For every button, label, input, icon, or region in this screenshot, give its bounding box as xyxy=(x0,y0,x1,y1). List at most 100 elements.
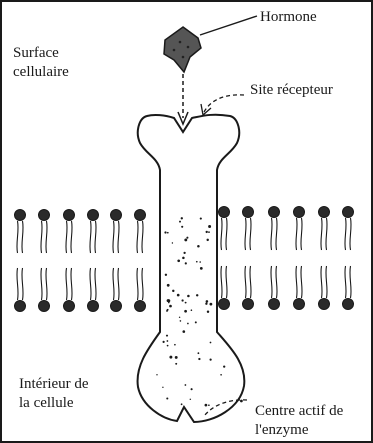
lipid-tail xyxy=(221,218,222,250)
stipple-dot xyxy=(210,359,212,361)
lipid-head xyxy=(294,299,305,310)
lipid-tail xyxy=(326,266,327,298)
stipple-dot xyxy=(172,242,173,243)
stipple-dot xyxy=(200,218,202,220)
stipple-dot xyxy=(206,231,208,233)
stipple-dot xyxy=(184,310,187,313)
stipple-dot xyxy=(165,274,167,276)
stipple-dot xyxy=(172,290,174,292)
stipple-dot xyxy=(199,261,201,263)
receptor-site-label: Site récepteur xyxy=(250,81,333,100)
stipple-dot xyxy=(187,295,190,298)
membrane-left xyxy=(15,210,146,312)
hormone-molecule xyxy=(164,27,201,72)
lipid-tail xyxy=(17,268,18,300)
stipple-dot xyxy=(208,225,211,228)
lipid-tail xyxy=(250,218,251,250)
stipple-dot xyxy=(207,311,209,313)
stipple-dot xyxy=(167,299,170,302)
lipid-tail xyxy=(226,218,227,250)
lipid-tail xyxy=(113,221,114,253)
stipple-dot xyxy=(167,340,169,342)
stipple-dot xyxy=(196,261,198,263)
stipple-dot xyxy=(205,303,207,305)
stipple-dot xyxy=(206,300,209,303)
cell-surface-label: Surface cellulaire xyxy=(13,44,69,82)
stipple-dot xyxy=(208,231,210,233)
lipid-head xyxy=(319,299,330,310)
lipid-tail xyxy=(276,266,277,298)
lipid-head xyxy=(111,210,122,221)
lipid-tail xyxy=(137,221,138,253)
stipple-dot xyxy=(210,342,212,344)
stipple-dot xyxy=(191,388,193,390)
active-site-label: Centre actif de l'enzyme xyxy=(255,402,343,440)
lipid-tail xyxy=(118,268,119,300)
stipple-dot xyxy=(180,320,182,322)
stipple-dot xyxy=(167,232,169,234)
stipple-dot xyxy=(195,321,197,323)
lipid-tail xyxy=(221,266,222,298)
lipid-tail xyxy=(142,221,143,253)
lipid-tail xyxy=(345,218,346,250)
lipid-tail xyxy=(137,268,138,300)
lipid-head xyxy=(219,299,230,310)
stipple-dot xyxy=(166,397,168,399)
lipid-tail xyxy=(90,268,91,300)
stipple-dot xyxy=(200,267,203,270)
lipid-head xyxy=(243,299,254,310)
lipid-head xyxy=(64,301,75,312)
cell-interior-label-line1: Intérieur de xyxy=(19,375,89,394)
stipple-dot xyxy=(205,404,208,407)
stipple-dot xyxy=(185,302,187,304)
stipple-dot xyxy=(184,238,187,241)
stipple-dot xyxy=(167,345,169,347)
lipid-head xyxy=(294,207,305,218)
stipple-dot xyxy=(196,294,198,296)
lipid-tail xyxy=(226,266,227,298)
lipid-head xyxy=(15,210,26,221)
lipid-head xyxy=(39,301,50,312)
cell-surface-label-line1: Surface xyxy=(13,44,69,63)
lipid-head xyxy=(269,207,280,218)
lipid-head xyxy=(39,210,50,221)
lipid-tail xyxy=(17,221,18,253)
lipid-tail xyxy=(41,268,42,300)
hormone-label: Hormone xyxy=(260,8,317,27)
stipple-dot xyxy=(174,344,176,346)
lipid-tail xyxy=(71,221,72,253)
stipple-dot xyxy=(177,294,180,297)
cell-interior-label-line2: la cellule xyxy=(19,394,89,413)
stipple-dot xyxy=(191,309,193,311)
lipid-head xyxy=(135,301,146,312)
lipid-head xyxy=(343,299,354,310)
stipple-dot xyxy=(183,252,185,254)
lipid-head xyxy=(319,207,330,218)
lipid-head xyxy=(111,301,122,312)
stipple-dot xyxy=(197,352,199,354)
lipid-tail xyxy=(41,221,42,253)
stipple-dot xyxy=(181,217,183,219)
lipid-tail xyxy=(90,221,91,253)
lipid-tail xyxy=(301,218,302,250)
stipple-dot xyxy=(156,374,157,375)
lipid-tail xyxy=(66,268,67,300)
lipid-tail xyxy=(66,221,67,253)
lipid-tail xyxy=(301,266,302,298)
stipple-dot xyxy=(209,303,212,306)
lipid-tail xyxy=(71,268,72,300)
lipid-head xyxy=(269,299,280,310)
lipid-head xyxy=(15,301,26,312)
stipple-dot xyxy=(182,257,185,260)
lipid-head xyxy=(243,207,254,218)
stipple-dot xyxy=(162,387,163,388)
stipple-dot xyxy=(179,221,181,223)
stipple-dot xyxy=(208,404,210,406)
stipple-dot xyxy=(220,374,222,376)
stipple-dot xyxy=(198,358,200,360)
stipple-dot xyxy=(223,365,225,367)
lipid-tail xyxy=(118,221,119,253)
stipple-dot xyxy=(187,323,189,325)
stipple-dot xyxy=(164,231,166,233)
